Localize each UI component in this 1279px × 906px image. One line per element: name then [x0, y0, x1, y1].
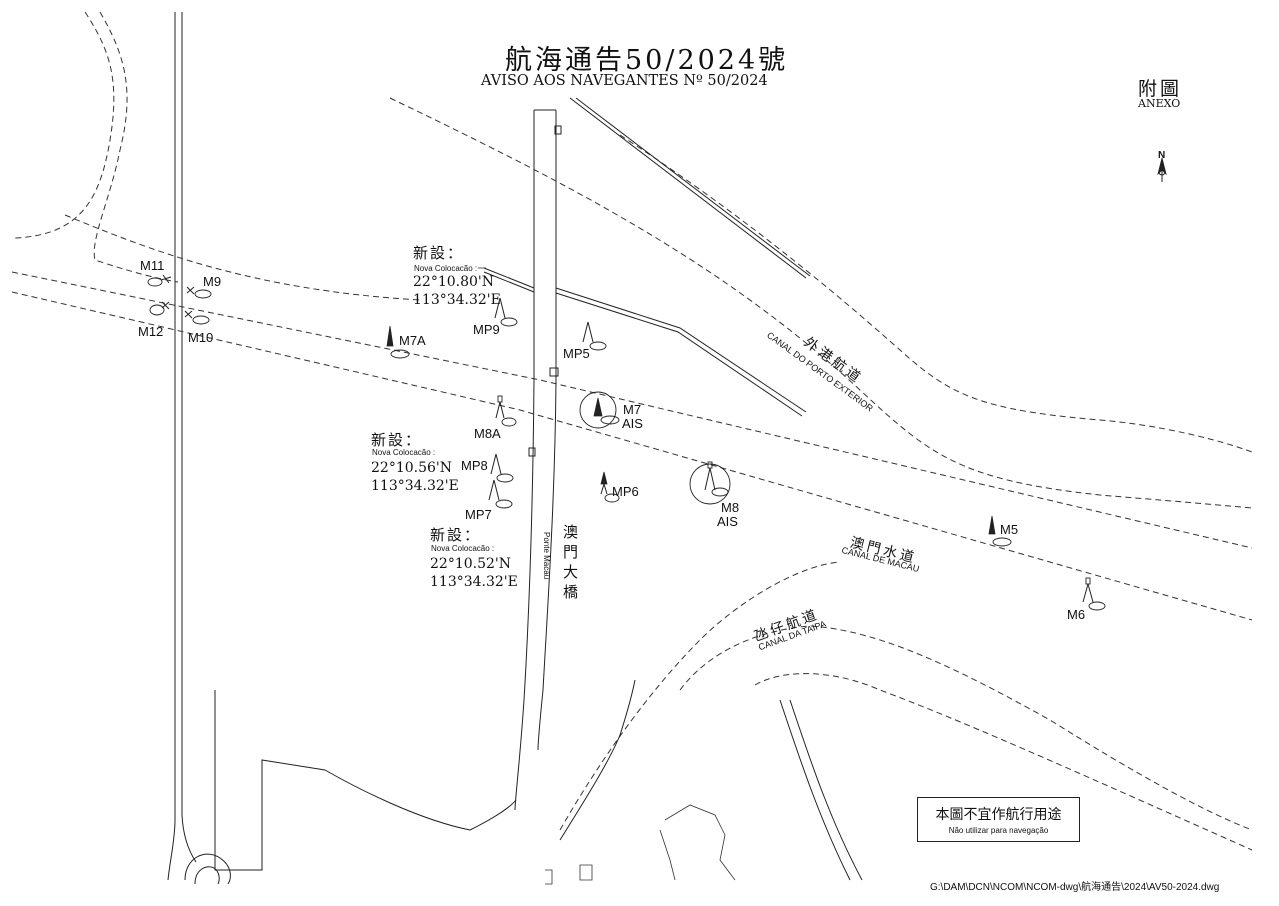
new-position-2-portuguese: Nova Colocacão : [372, 448, 436, 457]
beacon-m7a-icon [386, 325, 410, 359]
buoy-mp5-icon [582, 321, 607, 351]
breakwater-mid-2 [555, 292, 803, 417]
marker-label-mp7: MP7 [465, 507, 492, 522]
buoy-mp8-icon [490, 453, 514, 483]
bridge-west-edge [514, 110, 535, 811]
new-position-2-chinese: 新設： [371, 431, 423, 449]
outer-channel-inner-edge [619, 134, 1253, 453]
new-position-1-lon: 113°34.32'E [413, 292, 501, 308]
annex-portuguese: ANEXO [1138, 97, 1181, 110]
marker-label-m6: M6 [1067, 607, 1086, 622]
buoy-mp7-icon [488, 479, 513, 509]
marker-label-mp9: MP9 [473, 322, 500, 337]
outer-channel-west-edge [389, 97, 1253, 509]
taipa-land-2 [789, 699, 863, 881]
north-arrow-icon [1157, 157, 1167, 182]
marker-label-m5: M5 [1000, 522, 1019, 537]
bridge-pier-2 [549, 367, 559, 377]
roundabout [184, 853, 231, 885]
marker-label-m11: M11 [140, 258, 165, 273]
new-position-3-portuguese: Nova Colocacão : [431, 544, 495, 553]
taipa-channel-edge-3 [754, 673, 1253, 851]
new-position-1-lat: 22°10.80'N [413, 274, 494, 290]
new-position-2-lat: 22°10.56'N [371, 460, 452, 476]
new-position-1-portuguese: Nova Colocacão : [414, 264, 478, 273]
macau-channel-south-edge [11, 291, 1253, 621]
title-portuguese: AVISO AOS NAVEGANTES Nº 50/2024 [481, 73, 768, 89]
marker-label-m8-ais: AIS [717, 514, 738, 529]
new-position-2-lon: 113°34.32'E [371, 478, 459, 494]
pier-line-2 [483, 271, 535, 293]
island-detail-2 [659, 829, 676, 881]
pier-line [483, 267, 535, 289]
island-detail-4 [545, 869, 553, 885]
marker-label-mp8: MP8 [461, 458, 488, 473]
marker-label-m7a: M7A [399, 333, 426, 348]
marker-label-mp5: MP5 [563, 346, 590, 361]
not-for-navigation-note: 本圖不宜作航行用途 Não utilizar para navegação [917, 797, 1080, 842]
new-position-3-chinese: 新設： [430, 526, 482, 544]
marker-label-m12: M12 [138, 324, 164, 339]
new-position-1-chinese: 新設： [413, 244, 465, 262]
file-path: G:\DAM\DCN\NCOM\NCOM-dwg\航海通告\2024\AV50-… [930, 882, 1220, 893]
marker-label-m8a: M8A [474, 426, 501, 441]
bridge-pier-3 [528, 447, 536, 457]
note-portuguese: Não utilizar para navegação [948, 826, 1049, 835]
coastline-left [14, 11, 115, 239]
buoy-m9-icon [186, 286, 212, 299]
new-position-3-lat: 22°10.52'N [430, 556, 511, 572]
left-road-east [181, 12, 197, 863]
taipa-channel-edge [559, 561, 841, 831]
marker-label-m8: M8 [721, 500, 740, 515]
bridge-portuguese: Ponte Macau [542, 532, 551, 580]
beacon-m7-ais-icon [579, 391, 620, 429]
roundabout-inner [194, 866, 220, 885]
beacon-m5-icon [988, 515, 1012, 547]
marker-label-m7-ais: AIS [622, 416, 643, 431]
coastline-left-2 [93, 11, 179, 283]
north-label: N [1158, 150, 1166, 161]
bridge-east-edge [537, 110, 557, 751]
outer-channel-left [64, 214, 421, 301]
breakwater-north [569, 97, 807, 279]
new-position-3-lon: 113°34.32'E [430, 574, 518, 590]
reclaimed-land-right [559, 679, 636, 841]
island-detail-3 [579, 864, 593, 881]
buoy-m11-icon [147, 274, 172, 287]
marker-label-m9: M9 [203, 274, 222, 289]
title-chinese: 航海通告50/2024號 [505, 45, 789, 76]
marker-label-mp6: MP6 [612, 484, 639, 499]
breakwater-mid [555, 287, 807, 413]
beacon-mp6-icon [600, 471, 620, 503]
bridge-chinese: 澳門大橋 [563, 523, 579, 601]
buoy-m8-ais-icon [689, 461, 731, 505]
bridge-pier-4 [554, 125, 562, 135]
left-road-west [167, 12, 176, 881]
taipa-channel-edge-2 [679, 625, 1253, 831]
marker-label-m7: M7 [623, 402, 642, 417]
note-chinese: 本圖不宜作航行用途 [935, 807, 1062, 823]
breakwater-north-2 [575, 97, 811, 277]
buoy-m12-icon [149, 301, 170, 316]
marker-label-m10: M10 [188, 330, 214, 345]
buoy-mp9-icon [494, 297, 518, 327]
annex-chinese: 附圖 [1138, 78, 1183, 100]
buoy-m6-icon [1082, 577, 1106, 611]
reclaimed-land [214, 690, 517, 871]
buoy-m10-icon [184, 310, 210, 325]
island-detail [664, 804, 736, 881]
taipa-land [779, 699, 851, 881]
buoy-m8a-icon [495, 395, 517, 427]
